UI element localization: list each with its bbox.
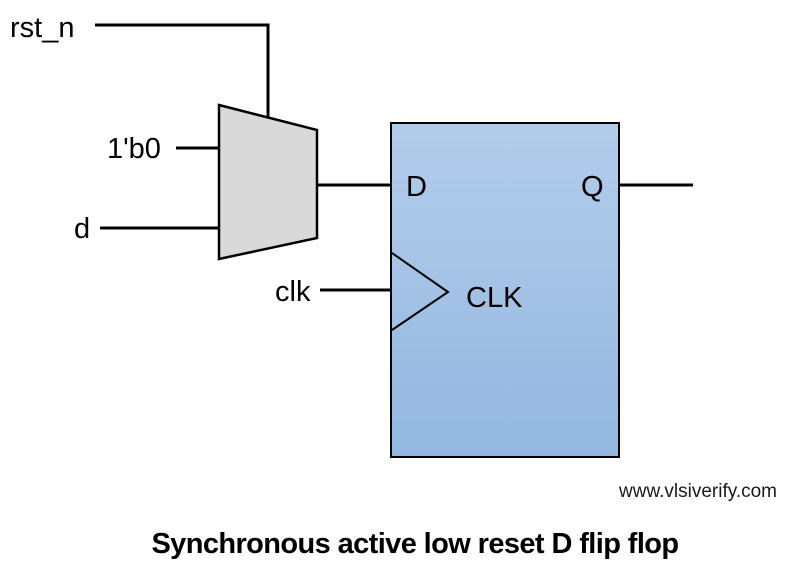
const0-label: 1'b0: [107, 133, 161, 165]
q-port-label: Q: [581, 171, 604, 203]
clk-label: clk: [275, 276, 311, 308]
flipflop-body: [390, 122, 620, 458]
clk-port-label: CLK: [466, 282, 523, 314]
rst-n-wire: [95, 23, 270, 118]
watermark-text: www.vlsiverify.com: [618, 481, 777, 502]
d-label: d: [74, 213, 90, 245]
d-port-label: D: [406, 171, 427, 203]
mux-shape: [217, 103, 319, 261]
rst-n-label: rst_n: [10, 12, 74, 44]
diagram-caption: Synchronous active low reset D flip flop: [151, 528, 678, 560]
clock-edge-triangle-icon: [391, 252, 450, 331]
